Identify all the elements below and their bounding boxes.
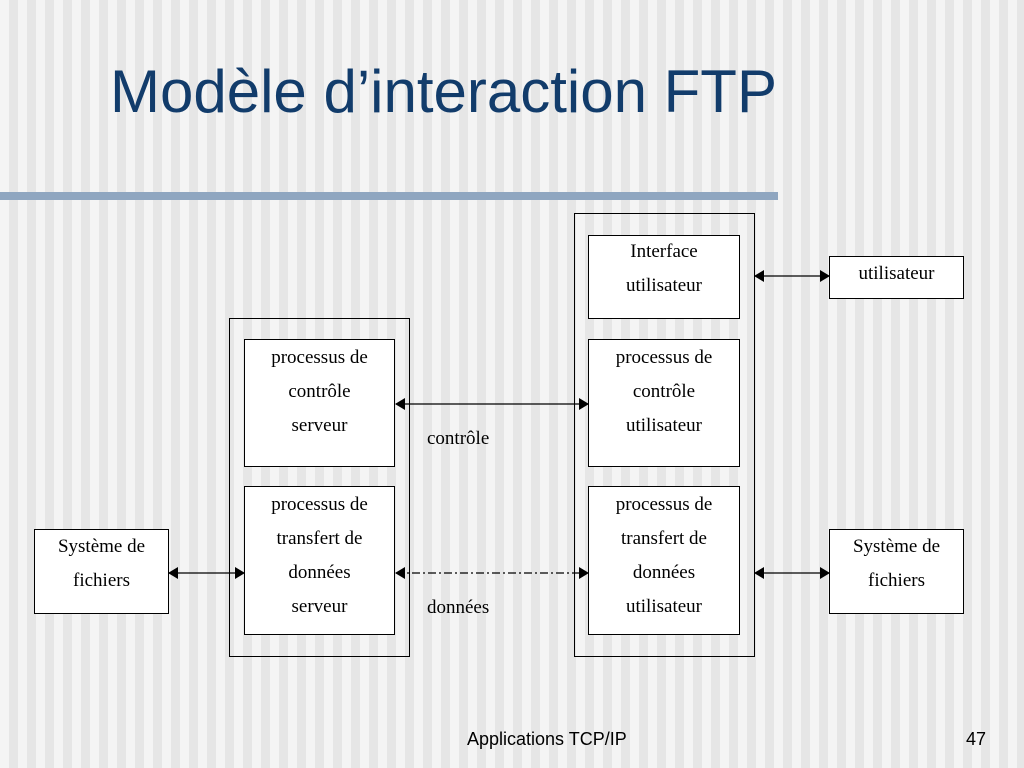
server-control-line-3: serveur [291, 415, 348, 436]
server-transfer-line-3: données [288, 562, 351, 583]
data-connection-label: données [427, 597, 490, 618]
title-rule [0, 192, 778, 200]
server-transfer-line-2: transfert de [276, 528, 363, 549]
user-control-process-box: processus de contrôle utilisateur [588, 339, 740, 467]
user-interface-box: Interface utilisateur [588, 235, 740, 319]
user-control-line-2: contrôle [632, 381, 696, 402]
file-system-right-line-2: fichiers [868, 570, 925, 591]
user-frame [574, 213, 755, 657]
page-number: 47 [966, 729, 987, 749]
slide-title: Modèle d’interaction FTP [110, 58, 777, 125]
server-control-process-box: processus de contrôle serveur [244, 339, 395, 467]
user-control-line-3: utilisateur [626, 415, 702, 436]
file-system-right-line-1: Système de [852, 536, 941, 557]
file-system-left-box: Système de fichiers [34, 529, 169, 614]
server-transfer-process-box: processus de transfert de données serveu… [244, 486, 395, 635]
server-control-line-1: processus de [271, 347, 368, 368]
file-system-right-box: Système de fichiers [829, 529, 964, 614]
user-box: utilisateur [829, 256, 964, 299]
server-control-line-2: contrôle [288, 381, 351, 402]
user-interface-line-1: Interface [630, 241, 698, 262]
file-system-left-line-1: Système de [57, 536, 146, 557]
user-control-line-1: processus de [615, 347, 713, 368]
user-transfer-line-1: processus de [615, 494, 713, 515]
footer-title: Applications TCP/IP [467, 729, 627, 749]
user-transfer-process-box: processus de transfert de données utilis… [588, 486, 740, 635]
control-connection-label: contrôle [427, 428, 490, 449]
user-label: utilisateur [858, 263, 935, 284]
file-system-left-line-2: fichiers [73, 570, 130, 591]
user-transfer-line-4: utilisateur [626, 596, 702, 617]
server-frame [229, 318, 410, 657]
user-transfer-line-3: données [632, 562, 696, 583]
user-interface-line-2: utilisateur [626, 275, 702, 296]
user-transfer-line-2: transfert de [621, 528, 707, 549]
server-transfer-line-4: serveur [291, 596, 348, 617]
server-transfer-line-1: processus de [271, 494, 368, 515]
